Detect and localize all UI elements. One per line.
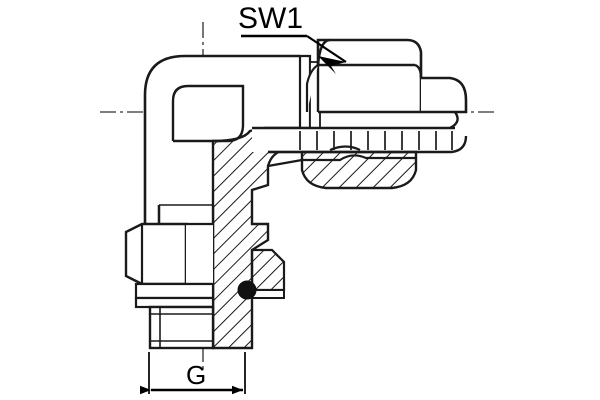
boss-section-lower — [237, 248, 286, 300]
label-g: G — [186, 360, 207, 390]
nut-section-lower-right — [267, 145, 418, 190]
leader-sw1 — [241, 34, 347, 74]
hex-nut-lower[interactable] — [124, 205, 213, 286]
sw1-leader-line — [306, 35, 347, 63]
sw1-arrow-icon — [318, 56, 346, 74]
horizontal-port-flange — [252, 54, 455, 154]
o-ring-seal — [237, 280, 257, 300]
threaded-stud — [148, 305, 215, 350]
label-sw1: SW1 — [238, 2, 304, 35]
washer-seal — [134, 282, 215, 309]
dimension-g — [140, 352, 246, 395]
cap-sleeve-right — [421, 76, 468, 154]
hex-nut-upper[interactable] — [305, 38, 423, 114]
